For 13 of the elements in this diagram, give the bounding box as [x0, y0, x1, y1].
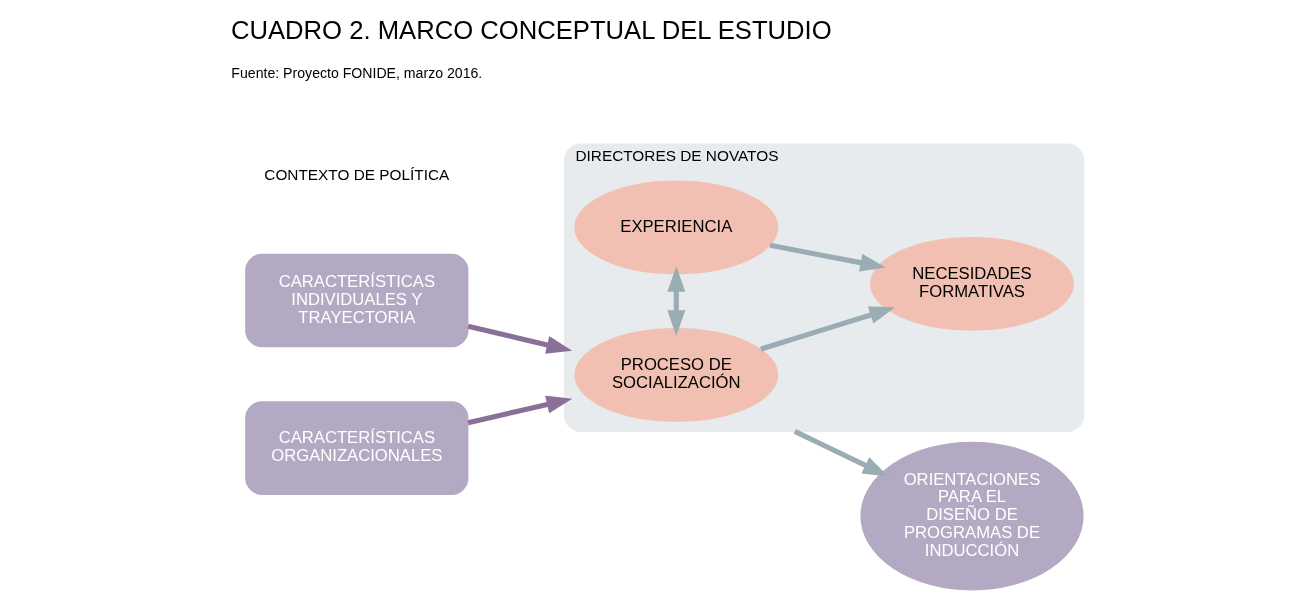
arrow: [467, 395, 572, 426]
arrow: [793, 429, 888, 477]
node-box: CARACTERÍSTICAS ORGANIZACIONALES: [244, 401, 468, 495]
arrow: [666, 266, 685, 336]
node-box: CARACTERÍSTICAS INDIVIDUALES Y TRAYECTORIA: [244, 253, 468, 348]
diagram-title: CUADRO 2. MARCO CONCEPTUAL DEL ESTUDIO: [230, 15, 832, 44]
arrow: [768, 242, 886, 272]
node-ellipse: EXPERIENCIA: [573, 180, 778, 275]
node-ellipse: PROCESO DE SOCIALIZACIÓN: [573, 328, 778, 422]
arrow: [759, 306, 895, 352]
arrow: [467, 323, 572, 354]
label: Fuente: Proyecto FONIDE, marzo 2016.: [230, 65, 482, 82]
label: CONTEXTO DE POLÍTICA: [263, 166, 449, 184]
